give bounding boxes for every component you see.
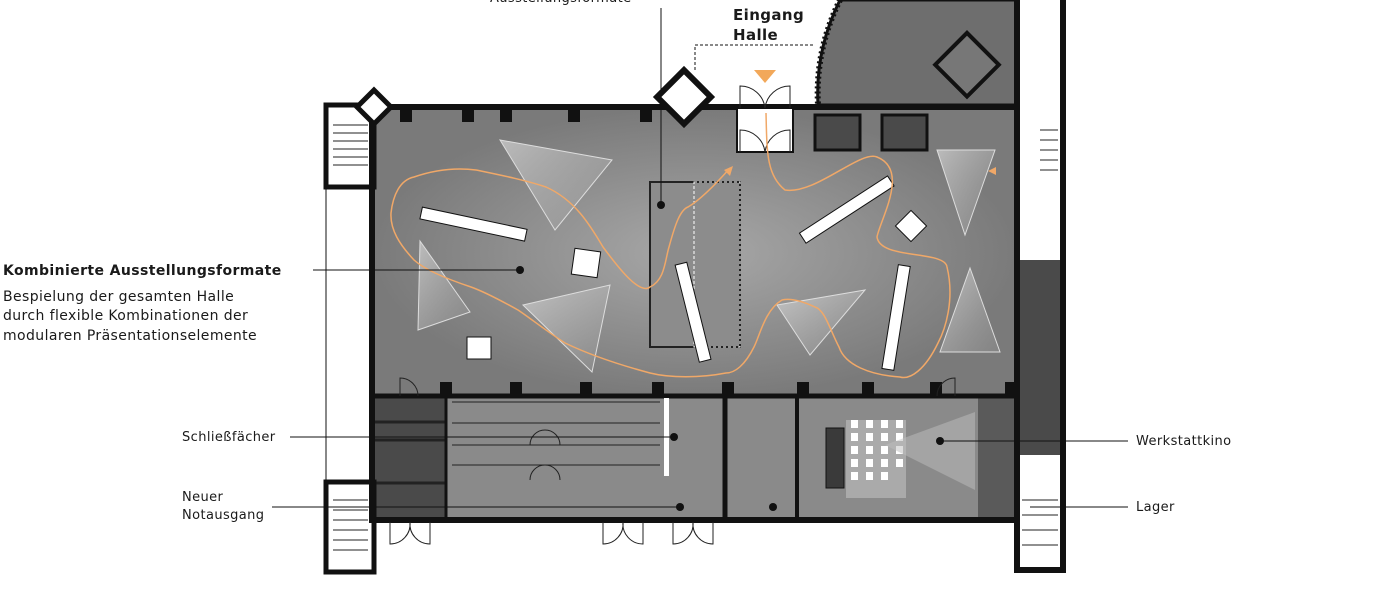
doors	[389, 85, 956, 545]
corner-tower	[353, 86, 395, 128]
rotunda-pillar	[932, 30, 1002, 100]
leader-lines	[272, 8, 1128, 508]
label-entrance-line2: Halle	[733, 26, 779, 44]
marker-dots	[516, 201, 944, 511]
label-combined-desc-2: durch flexible Kombinationen der	[3, 308, 249, 324]
label-lockers: Schließfächer	[182, 430, 276, 445]
entrance-arrow-icon	[754, 70, 776, 83]
label-emergency-exit-2: Notausgang	[182, 508, 265, 523]
path-arrow-icon	[988, 167, 996, 175]
entrance-vestibule	[736, 107, 794, 153]
label-combined-desc-3: modularen Präsentationselemente	[3, 328, 258, 344]
label-combined-formats-title: Kombinierte Ausstellungsformate	[3, 263, 282, 279]
display-triangles	[417, 139, 1001, 373]
projector-beam	[885, 412, 975, 490]
label-combined-desc-1: Bespielung der gesamten Halle	[3, 289, 235, 305]
storage-room	[978, 398, 1016, 518]
locker-room	[375, 398, 445, 518]
label-exhibition-formats-cut: Ausstellungsformate	[490, 0, 631, 8]
label-cinema: Werkstattkino	[1136, 434, 1232, 449]
lower-wing-floor	[372, 395, 1017, 520]
locker-rows	[452, 401, 660, 481]
stairs	[333, 124, 1058, 551]
entrance-canopy-outline	[694, 44, 815, 70]
label-entrance-line1: Eingang	[733, 6, 805, 24]
pillars	[400, 108, 1017, 396]
side-rooms	[1018, 260, 1063, 455]
walls	[323, 0, 1066, 575]
visitor-path	[390, 112, 951, 379]
label-emergency-exit-1: Neuer	[182, 490, 224, 505]
label-storage: Lager	[1136, 500, 1175, 515]
corner-tower	[652, 65, 716, 129]
presentation-modules	[419, 175, 928, 371]
path-arrow-icon	[724, 166, 733, 176]
cinema-cabinet	[825, 427, 845, 489]
